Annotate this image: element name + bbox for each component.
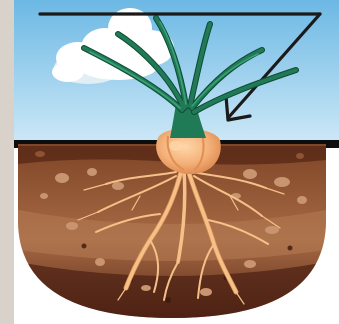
soil-cross-section [18, 144, 326, 324]
left-strip [0, 0, 14, 324]
